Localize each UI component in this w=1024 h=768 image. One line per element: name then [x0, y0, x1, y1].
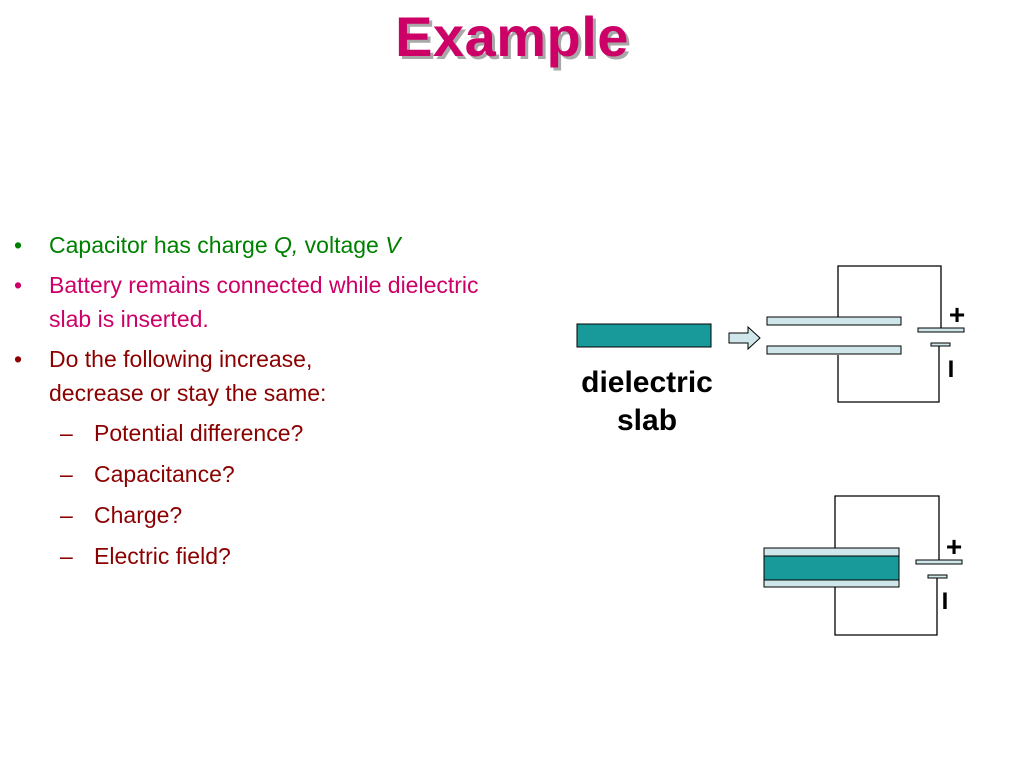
bullet-text: Capacitor has charge: [49, 232, 275, 258]
battery-plus-sign: +: [946, 531, 962, 562]
sub-item-charge: – Charge?: [14, 498, 594, 532]
inserted-dielectric-slab: [763, 555, 900, 581]
sub-item-text: Potential difference?: [94, 420, 304, 446]
sub-item-electric-field: – Electric field?: [14, 539, 594, 573]
battery-plus-sign: +: [949, 299, 965, 330]
battery-minus-sign: I: [942, 588, 949, 615]
bullet-item-charge: • Capacitor has charge Q, voltage V: [14, 228, 594, 262]
capacitor-plate-bottom: [766, 345, 902, 355]
bullet-item-question: • Do the following increase, decrease or…: [14, 342, 594, 410]
bullet-text-line: Do the following increase,: [49, 346, 313, 372]
dash-mark: –: [60, 543, 73, 569]
sub-item-capacitance: – Capacitance?: [14, 457, 594, 491]
bullet-text-line: Battery remains connected while dielectr…: [49, 272, 479, 298]
sub-item-text: Capacitance?: [94, 461, 235, 487]
slab-label-line: slab: [616, 404, 678, 437]
circuit-after: [834, 495, 940, 636]
circuit-wire: [837, 265, 942, 329]
circuit-wire: [837, 344, 940, 403]
dash-mark: –: [60, 420, 73, 446]
sub-item-text: Charge?: [94, 502, 183, 528]
bullet-item-battery: • Battery remains connected while dielec…: [14, 268, 594, 336]
battery-plate-short: [927, 574, 948, 579]
bullet-text-line: slab is inserted.: [49, 306, 209, 332]
slide-title: Example: [395, 5, 629, 68]
circuit-wire: [834, 495, 940, 561]
battery-plate-long: [917, 327, 965, 333]
bullet-list: • Capacitor has charge Q, voltage V • Ba…: [14, 228, 594, 580]
capacitor-plate-bottom: [763, 579, 900, 588]
sub-item-text: Electric field?: [94, 543, 231, 569]
bullet-text: voltage: [298, 232, 386, 258]
battery-minus-sign: I: [948, 356, 955, 383]
dash-mark: –: [60, 461, 73, 487]
battery-plate-long: [915, 559, 963, 565]
bullet-mark: •: [14, 232, 23, 258]
sub-item-potential-difference: – Potential difference?: [14, 416, 594, 450]
charge-symbol: Q,: [274, 232, 299, 258]
bullet-mark: •: [14, 272, 23, 298]
voltage-symbol: V: [385, 232, 401, 258]
slab-label-line: dielectric: [581, 366, 713, 399]
dash-mark: –: [60, 502, 73, 528]
capacitor-plate-top: [766, 316, 902, 326]
dielectric-slab-label: dielectric slab: [562, 364, 732, 440]
circuit-wire: [834, 576, 938, 636]
insert-arrow-icon: [728, 325, 761, 351]
battery-plate-short: [930, 342, 951, 347]
dielectric-slab: [576, 323, 712, 348]
capacitor-plate-top: [763, 547, 900, 557]
bullet-text-line: decrease or stay the same:: [49, 380, 327, 406]
circuit-before: [837, 265, 942, 403]
bullet-mark: •: [14, 346, 23, 372]
